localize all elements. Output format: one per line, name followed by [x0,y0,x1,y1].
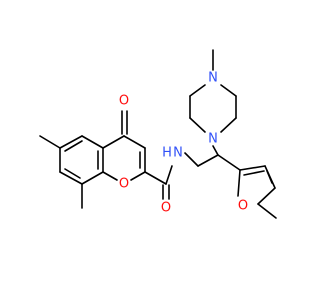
atom-o-amide: O [161,201,171,216]
molecule-canvas: O O O N H N N O [39,49,277,219]
amide-cn-bond [165,165,173,185]
furan-ring [237,165,276,205]
c2-amide-bond [144,171,167,185]
atom-n-amide-h: H [162,146,172,161]
piperazine-ring [189,84,237,133]
atom-o-ketone: O [119,94,129,109]
ch-npip-bond [212,145,219,156]
nh-ch2-bond [184,152,199,167]
methyl-6-bond [39,135,61,149]
atom-o-furan: O [238,199,248,214]
atom-n-piperazine-methyl: N [208,71,218,86]
pyranone-ring [102,135,146,181]
atom-n-piperazine-attach: N [208,132,218,147]
molecule-structure: O O O N H N N O [39,49,277,219]
atom-o-ring: O [119,177,129,192]
ch-furan-bond [217,154,241,171]
atom-n-amide: N [173,146,183,161]
furan-methyl-bond [257,203,277,219]
benzene-ring [59,135,104,185]
